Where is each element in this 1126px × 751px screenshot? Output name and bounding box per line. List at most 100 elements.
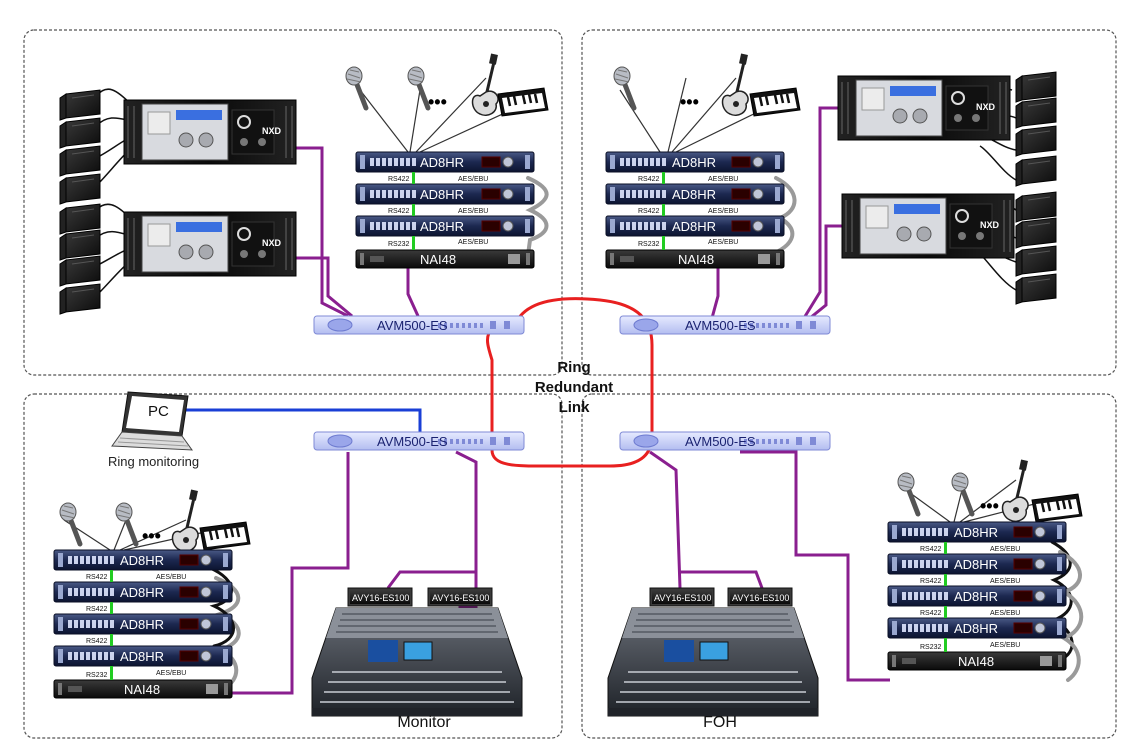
guitar-icon <box>721 51 750 117</box>
rs232-label: RS232 <box>638 241 660 248</box>
bottom-left-zone: PC Ring monitoring AVM500-ES ••• AD8HR A… <box>53 391 525 731</box>
nai48-label: NAI48 <box>958 654 994 669</box>
rs232-label: RS232 <box>86 672 108 679</box>
zone-top-left <box>23 29 563 376</box>
speaker-icon <box>59 89 101 121</box>
guitar-icon <box>471 51 500 117</box>
microphone-icon <box>614 67 634 108</box>
mixing-console-icon <box>311 607 523 717</box>
ad8hr-label: AD8HR <box>954 557 998 572</box>
monitor-label: Monitor <box>397 714 451 731</box>
ring-monitoring-label: Ring monitoring <box>108 454 199 469</box>
pc-label: PC <box>148 403 169 420</box>
avy16-label: AVY16-ES100 <box>654 593 711 603</box>
link-label: Link <box>559 399 590 416</box>
ad8hr-label: AD8HR <box>420 155 464 170</box>
aes-ebu-label: AES/EBU <box>458 239 488 246</box>
speaker-icon <box>59 173 101 205</box>
nai48-label: NAI48 <box>678 252 714 267</box>
avm500-label: AVM500-ES <box>685 434 756 449</box>
nxd-logo: NXD <box>262 238 282 248</box>
foh-label: FOH <box>703 714 737 731</box>
speaker-icon <box>59 117 101 149</box>
speaker-icon <box>1015 125 1057 157</box>
avy16-label: AVY16-ES100 <box>732 593 789 603</box>
keyboard-icon <box>496 86 550 118</box>
aes-ebu-label: AES/EBU <box>458 208 488 215</box>
ad8hr-label: AD8HR <box>120 649 164 664</box>
speaker-icon <box>1015 191 1057 223</box>
microphone-icon <box>60 503 80 544</box>
keyboard-icon <box>748 86 802 118</box>
speaker-icon <box>1015 97 1057 129</box>
nxd-logo: NXD <box>262 126 282 136</box>
microphone-icon <box>346 67 366 108</box>
top-left-zone: NXD NXD ••• AD8HR AD8HR AD8HR NAI48 RS42… <box>59 51 550 335</box>
ring-redundant-link <box>486 297 654 468</box>
zone-bottom-right <box>581 393 1117 739</box>
pc-link <box>186 408 422 432</box>
rs422-label: RS422 <box>86 606 108 613</box>
ad8hr-label: AD8HR <box>420 187 464 202</box>
speaker-icon <box>59 255 101 287</box>
ring-label-group: Ring Redundant Link <box>535 359 613 416</box>
avy16-label: AVY16-ES100 <box>352 593 409 603</box>
rs422-label: RS422 <box>638 176 660 183</box>
aes-ebu-label: AES/EBU <box>990 642 1020 649</box>
ad8hr-label: AD8HR <box>954 621 998 636</box>
ad8hr-label: AD8HR <box>120 585 164 600</box>
nai48-label: NAI48 <box>124 682 160 697</box>
ellipsis: ••• <box>980 496 999 516</box>
nxd-logo: NXD <box>980 220 1000 230</box>
microphone-icon <box>952 473 972 514</box>
speaker-icon <box>1015 71 1057 103</box>
instrument-lines <box>63 77 1051 551</box>
ad8hr-label: AD8HR <box>954 589 998 604</box>
rs422-label: RS422 <box>388 176 410 183</box>
speaker-icon <box>1015 245 1057 277</box>
rs232-label: RS232 <box>920 644 942 651</box>
audio-cables <box>208 176 1084 690</box>
zone-bottom-left <box>23 393 563 739</box>
avm500-label: AVM500-ES <box>377 434 448 449</box>
ad8hr-label: AD8HR <box>672 187 716 202</box>
speaker-icon <box>1015 217 1057 249</box>
bottom-right-zone: AVM500-ES AVY16-ES100 AVY16-ES100 FOH ••… <box>607 431 1084 731</box>
aes-ebu-label: AES/EBU <box>990 610 1020 617</box>
rs422-label: RS422 <box>86 574 108 581</box>
ad8hr-label: AD8HR <box>120 617 164 632</box>
redundant-label: Redundant <box>535 379 613 396</box>
speaker-icon <box>59 145 101 177</box>
avy16-label: AVY16-ES100 <box>432 593 489 603</box>
ad8hr-label: AD8HR <box>672 219 716 234</box>
rs422-label: RS422 <box>920 610 942 617</box>
rs422-label: RS422 <box>388 208 410 215</box>
mixing-console-icon <box>607 607 819 717</box>
device-labels: AD8HR AD8HR AD8HR NAI48 <box>420 155 464 267</box>
aes-ebu-label: AES/EBU <box>156 574 186 581</box>
aes-ebu-label: AES/EBU <box>458 176 488 183</box>
ring-label: Ring <box>557 359 590 376</box>
nxd-logo: NXD <box>976 102 996 112</box>
ad8hr-label: AD8HR <box>420 219 464 234</box>
aes-ebu-label: AES/EBU <box>990 546 1020 553</box>
keyboard-icon <box>198 520 252 552</box>
aes-ebu-label: AES/EBU <box>990 578 1020 585</box>
rs422-label: RS422 <box>920 546 942 553</box>
avm500-label: AVM500-ES <box>685 318 756 333</box>
speaker-icon <box>1015 273 1057 305</box>
ellipsis: ••• <box>428 92 447 112</box>
aes-ebu-label: AES/EBU <box>708 176 738 183</box>
top-right-zone: ••• AD8HR AD8HR AD8HR NAI48 RS422 AES/EB… <box>605 51 1057 335</box>
aes-ebu-label: AES/EBU <box>156 670 186 677</box>
speaker-icon <box>59 283 101 315</box>
speaker-icon <box>59 229 101 261</box>
speaker-icon <box>59 203 101 235</box>
ad8hr-label: AD8HR <box>672 155 716 170</box>
aes-ebu-label: AES/EBU <box>708 239 738 246</box>
ellipsis: ••• <box>142 526 161 546</box>
speaker-icon <box>1015 155 1057 187</box>
zone-top-right <box>581 29 1117 376</box>
avm500-label: AVM500-ES <box>377 318 448 333</box>
